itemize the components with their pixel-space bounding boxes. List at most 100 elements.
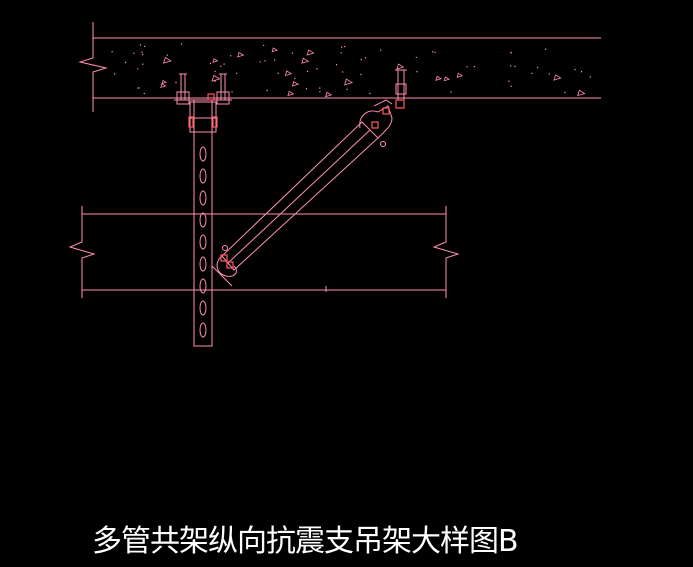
- aggregate-dot: [434, 51, 436, 54]
- aggregate-dot: [343, 45, 346, 48]
- aggregate-dot: [340, 52, 342, 54]
- aggregate-dot: [431, 51, 434, 53]
- aggregate-dot: [548, 73, 550, 75]
- aggregate-dot: [139, 44, 142, 46]
- aggregate-dot: [133, 52, 135, 54]
- aggregate-dot: [277, 72, 279, 75]
- aggregate-dot: [531, 72, 533, 75]
- aggregate-stone: [325, 91, 333, 98]
- aggregate-dot: [273, 59, 276, 61]
- horizontal-beam: [68, 206, 460, 298]
- aggregate-dot: [360, 73, 362, 76]
- aggregate-dot: [262, 44, 265, 47]
- aggregate-dot: [291, 52, 294, 54]
- aggregate-dot: [450, 91, 452, 93]
- aggregate-dot: [319, 91, 321, 93]
- aggregate-dot: [113, 73, 116, 75]
- aggregate-dot: [143, 45, 146, 48]
- aggregate-stone: [212, 58, 219, 63]
- aggregate-dot: [124, 61, 127, 64]
- aggregate-stone: [287, 90, 295, 97]
- channel-slot: [199, 146, 207, 162]
- aggregate-dot: [342, 71, 344, 73]
- channel-slots: [199, 146, 207, 338]
- aggregate-dot: [141, 53, 144, 56]
- aggregate-dot: [209, 62, 212, 65]
- channel-slot: [199, 212, 207, 228]
- aggregate-dot: [360, 59, 362, 61]
- aggregate-dot: [175, 81, 177, 84]
- channel-slot: [199, 234, 207, 250]
- aggregate-dot: [473, 65, 476, 68]
- drawing-title: 多管共架纵向抗震支吊架大样图B: [92, 524, 519, 559]
- aggregate-dot: [143, 92, 145, 95]
- aggregate-dot: [564, 91, 566, 94]
- aggregate-dot: [230, 55, 232, 57]
- aggregate-dot: [416, 71, 418, 73]
- aggregate-stone: [306, 49, 315, 56]
- aggregate-stone: [344, 78, 354, 86]
- channel-slot: [199, 190, 207, 206]
- aggregate-dot: [236, 72, 238, 75]
- aggregate-dot: [111, 51, 113, 53]
- aggregate-dot: [223, 63, 225, 65]
- aggregate-dot: [536, 66, 539, 69]
- aggregate-dot: [508, 80, 510, 82]
- aggregate-dot: [180, 43, 183, 45]
- aggregate-dot: [305, 88, 308, 90]
- ceiling-anchors: [174, 69, 407, 105]
- aggregate-stone: [291, 80, 300, 87]
- aggregate-stone: [271, 47, 278, 53]
- aggregate-dot: [335, 63, 338, 66]
- aggregate-dot: [509, 65, 512, 67]
- aggregate-stone: [396, 63, 405, 70]
- aggregate-dot: [266, 89, 268, 92]
- aggregate-dot: [294, 77, 296, 80]
- aggregate-dot: [346, 88, 348, 91]
- aggregate-stone: [211, 74, 221, 82]
- aggregate-dot: [137, 68, 139, 70]
- aggregate-dot: [264, 60, 266, 62]
- aggregate-dot: [341, 46, 343, 48]
- aggregate-dot: [514, 65, 516, 68]
- aggregate-dot: [415, 56, 418, 59]
- aggregate-stone: [162, 56, 172, 64]
- aggregate-stone: [237, 51, 245, 58]
- aggregate-dot: [214, 70, 216, 73]
- aggregate-stone: [161, 79, 168, 85]
- channel-slot: [199, 256, 207, 272]
- aggregate-stone: [160, 83, 167, 89]
- channel-slot: [199, 300, 207, 316]
- concrete-aggregate: [111, 43, 591, 98]
- aggregate-dot: [220, 65, 222, 67]
- aggregate-dot: [369, 92, 371, 95]
- aggregate-dot: [141, 51, 143, 53]
- aggregate-dot: [574, 69, 576, 71]
- aggregate-stone: [553, 74, 562, 81]
- aggregate-dot: [510, 52, 512, 54]
- fastener-highlights: [188, 93, 405, 269]
- aggregate-dot: [166, 54, 168, 56]
- aggregate-dot: [380, 49, 382, 51]
- channel-slot: [199, 168, 207, 184]
- aggregate-dot: [544, 48, 547, 50]
- aggregate-dot: [316, 68, 318, 70]
- aggregate-stone: [443, 76, 451, 82]
- aggregate-dot: [137, 87, 139, 89]
- aggregate-dot: [319, 87, 321, 89]
- diagonal-brace: [211, 99, 393, 287]
- concrete-slab: [78, 22, 601, 112]
- aggregate-dot: [510, 85, 512, 87]
- aggregate-dot: [259, 61, 261, 63]
- aggregate-stone: [456, 72, 464, 78]
- aggregate-dot: [306, 70, 309, 73]
- channel-slot: [199, 322, 207, 338]
- aggregate-stone: [577, 89, 586, 97]
- aggregate-stone: [435, 75, 443, 81]
- aggregate-dot: [589, 76, 591, 78]
- aggregate-dot: [580, 71, 583, 73]
- vertical-hanger: [189, 99, 217, 347]
- channel-slot: [199, 278, 207, 294]
